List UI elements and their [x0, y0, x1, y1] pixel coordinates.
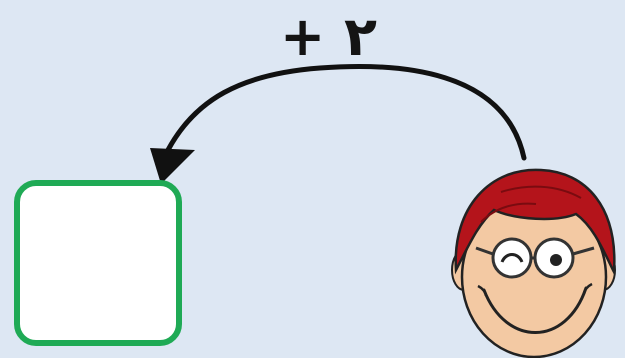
boy-face-icon — [446, 162, 621, 358]
operation-label: + ٢ — [280, 2, 377, 72]
answer-box[interactable] — [14, 180, 182, 346]
